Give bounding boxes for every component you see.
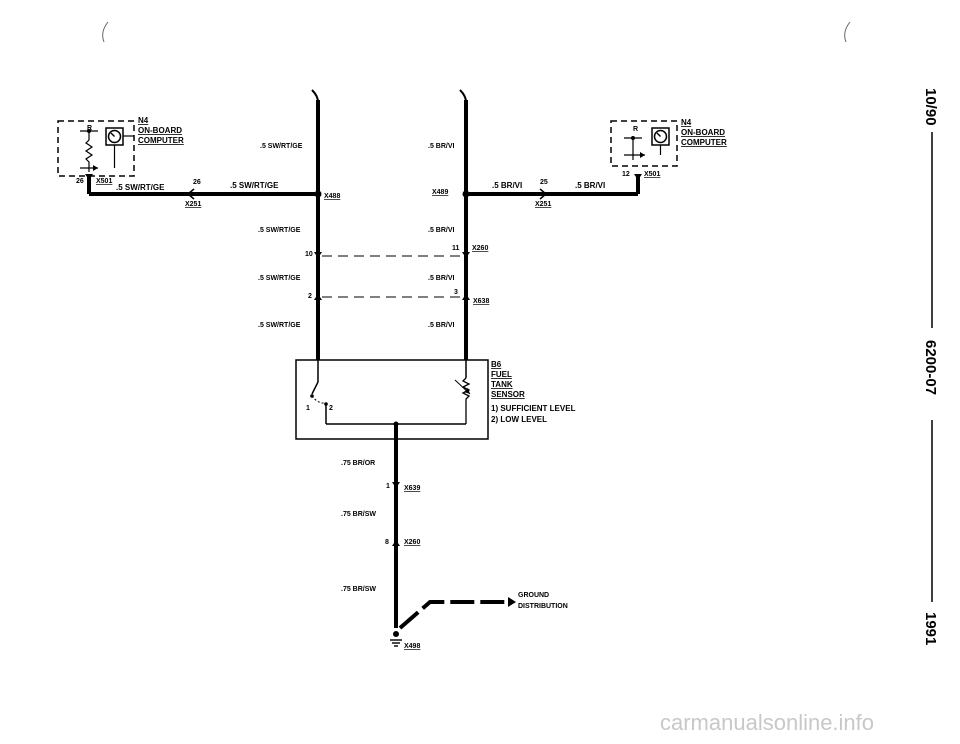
gauge-icon [653, 129, 668, 144]
left-column-wire-2: .5 SW/RT/GE [258, 227, 301, 234]
x638-left-pin: 2 [308, 293, 312, 300]
left-column-wire-3: .5 SW/RT/GE [258, 275, 301, 282]
splice-x489: X489 [432, 189, 448, 196]
x260-right-pin: 11 [452, 245, 460, 252]
sensor-line2: TANK [491, 380, 513, 389]
splice-x488: X488 [324, 193, 340, 200]
right-pin-12: 12 [622, 171, 630, 178]
ground-pin-1: 1 [386, 483, 390, 490]
right-module-line2: COMPUTER [681, 138, 727, 147]
left-vertical-wire [311, 89, 322, 360]
x638-right-pin: 3 [454, 289, 458, 296]
ground-x498: X498 [404, 643, 420, 650]
left-wire-label-a: .5 SW/RT/GE [116, 183, 165, 192]
side-legend: 10/90 6200-07 1991 [922, 88, 939, 645]
side-code: 6200-07 [922, 340, 939, 395]
right-conn-x501: X501 [644, 171, 660, 178]
side-date: 10/90 [922, 88, 939, 126]
left-module-title: N4 [138, 116, 149, 125]
x638-label: X638 [473, 298, 489, 305]
scan-mark-right [844, 21, 851, 43]
sensor-note1: 1) SUFFICIENT LEVEL [491, 404, 576, 413]
left-conn-x501: X501 [96, 178, 112, 185]
ground-wire-1: .75 BR/OR [341, 460, 375, 467]
switch-pos-2: 2 [329, 405, 333, 412]
right-module-line1: ON-BOARD [681, 128, 725, 137]
left-pin-26-a: 26 [76, 178, 84, 185]
right-module-pin-label: R [633, 126, 638, 133]
right-vertical-wire [459, 89, 470, 360]
ground-conn-x639: X639 [404, 485, 420, 492]
right-horizontal-wire [466, 174, 642, 200]
ground-wire-3: .75 BR/SW [341, 586, 376, 593]
right-onboard-computer: R [610, 120, 678, 167]
sensor-note2: 2) LOW LEVEL [491, 415, 547, 424]
right-wire-label-a: .5 BR/VI [492, 181, 522, 190]
fuel-tank-sensor-box [295, 359, 489, 440]
right-column-wire-4: .5 BR/VI [428, 322, 455, 329]
x260-left-pin: 10 [305, 251, 313, 258]
right-column-wire-1: .5 BR/VI [428, 143, 455, 150]
sensor-line3: SENSOR [491, 390, 525, 399]
sensor-line1: FUEL [491, 370, 512, 379]
right-column-wire-2: .5 BR/VI [428, 227, 455, 234]
left-conn-x251: X251 [185, 201, 201, 208]
side-year: 1991 [922, 612, 939, 645]
ground-distribution-line2: DISTRIBUTION [518, 603, 568, 610]
left-onboard-computer: R [57, 120, 135, 177]
right-conn-x251: X251 [535, 201, 551, 208]
left-module-line2: COMPUTER [138, 136, 184, 145]
left-module-pin-label: R [87, 125, 92, 132]
watermark: carmanualsonline.info [660, 710, 874, 735]
ground-wire-2: .75 BR/SW [341, 511, 376, 518]
switch-pos-1: 1 [306, 405, 310, 412]
gauge-icon [107, 129, 122, 144]
ground-wire [390, 424, 516, 647]
sensor-id: B6 [491, 360, 502, 369]
x260-top-label: X260 [472, 245, 488, 252]
ground-distribution-line1: GROUND [518, 592, 549, 599]
right-module-title: N4 [681, 118, 692, 127]
left-column-wire-1: .5 SW/RT/GE [260, 143, 303, 150]
right-column-wire-3: .5 BR/VI [428, 275, 455, 282]
right-wire-label-b: .5 BR/VI [575, 181, 605, 190]
scan-mark-left [102, 21, 109, 43]
left-wire-label-b: .5 SW/RT/GE [230, 181, 279, 190]
left-pin-26-b: 26 [193, 179, 201, 186]
left-module-line1: ON-BOARD [138, 126, 182, 135]
ground-conn-x260: X260 [404, 539, 420, 546]
left-column-wire-4: .5 SW/RT/GE [258, 322, 301, 329]
right-pin-25: 25 [540, 179, 548, 186]
ground-pin-8: 8 [385, 539, 389, 546]
